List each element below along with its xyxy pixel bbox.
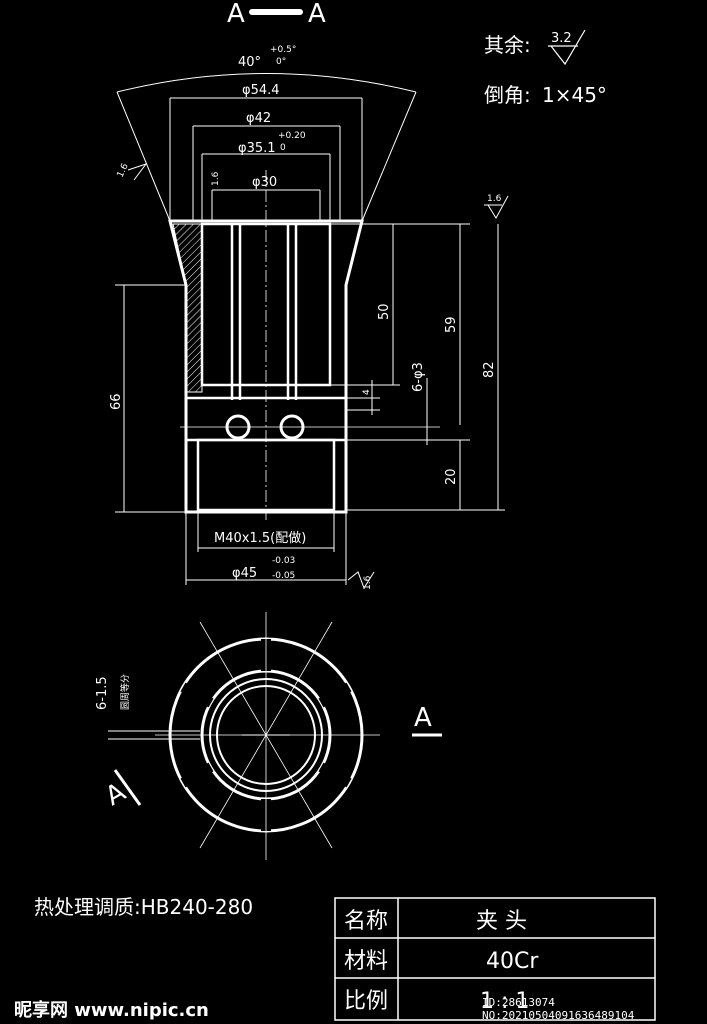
dim-d59: 59 (444, 316, 459, 333)
title-block-label-material: 材料 (344, 949, 388, 974)
dim-rough-bottom: 1.6 (363, 575, 373, 590)
right-dimensions (330, 195, 509, 511)
note-chamfer-value: 1×45° (542, 83, 607, 107)
dim-rough-right: 1.6 (487, 194, 502, 204)
title-block-label-name: 名称 (344, 909, 388, 934)
roughness-symbol-rest (548, 29, 586, 66)
section-letter-right: A (308, 0, 326, 29)
section-arrow-label-right: A (414, 703, 432, 733)
dim-rough-bore: 1.6 (211, 171, 221, 186)
roughness-symbol-cone (127, 163, 148, 181)
note-rest-value: 3.2 (551, 31, 572, 46)
dim-angle-40: 40° (238, 55, 261, 70)
dim-d82: 82 (482, 361, 497, 378)
note-rest-label: 其余: (484, 33, 531, 57)
dim-d45-tol-upper: -0.03 (272, 556, 295, 566)
end-view (108, 612, 442, 860)
bottom-dimensions (185, 510, 375, 590)
dim-d35-tol-upper: +0.20 (278, 131, 306, 141)
dim-thread: M40x1.5(配做) (214, 531, 306, 546)
dim-d35-tol-lower: 0 (280, 143, 286, 153)
dim-d50: 50 (377, 303, 392, 320)
section-letter-left: A (227, 0, 245, 29)
dim-d20: 20 (444, 468, 459, 485)
dim-angle-tol-upper: +0.5° (270, 45, 296, 55)
title-block-value-name: 夹 头 (476, 909, 527, 934)
section-arrow-label-left: A (101, 777, 132, 812)
watermark-site: 昵享网 www.nipic.cn (14, 1000, 209, 1021)
dim-d45: φ45 (232, 566, 257, 581)
dim-slots-note: 圆周等分 (119, 674, 131, 710)
dim-d4: 4 (362, 389, 372, 395)
dim-holes: 6-φ3 (411, 362, 426, 392)
title-block (334, 897, 656, 1021)
dim-d42: φ42 (246, 111, 271, 126)
note-chamfer-label: 倒角: (484, 83, 531, 107)
watermark-id: ID:28613074 NO:20210504091636489104 (482, 996, 635, 1022)
dim-d54: φ54.4 (242, 83, 280, 98)
dim-d45-tol-lower: -0.05 (272, 571, 295, 581)
dim-rough-cone: 1.6 (116, 162, 131, 179)
note-heat-treatment: 热处理调质:HB240-280 (34, 895, 253, 919)
title-block-value-scale: 1 : 1 (480, 989, 529, 1014)
top-dimensions (169, 97, 363, 221)
title-block-label-scale: 比例 (344, 989, 388, 1014)
left-dimensions (115, 284, 186, 513)
dim-slots: 6-1.5 (95, 676, 110, 710)
title-block-value-material: 40Cr (486, 949, 539, 974)
dim-d66: 66 (109, 393, 124, 410)
dim-d35: φ35.1 (238, 141, 276, 156)
dim-d30: φ30 (252, 175, 277, 190)
dim-angle-tol-lower: 0° (276, 57, 286, 67)
